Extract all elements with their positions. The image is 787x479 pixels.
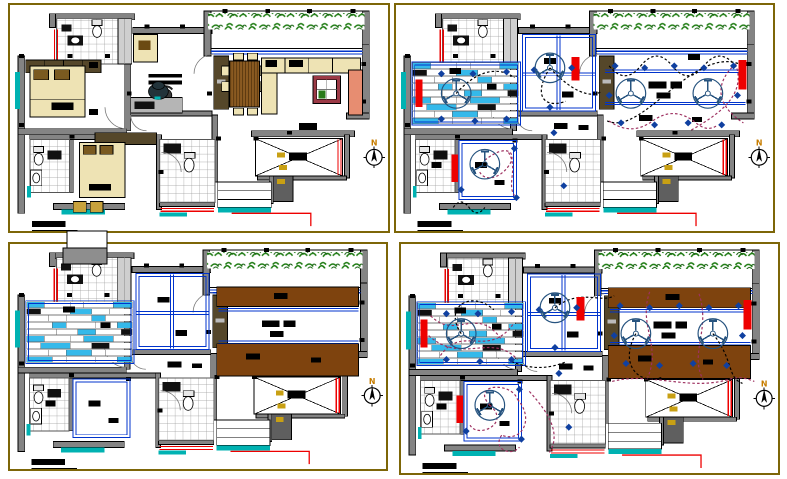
entry: [216, 390, 310, 465]
light-points: [437, 62, 741, 202]
scale-bar: [417, 221, 464, 231]
stair-block-bottom: [62, 247, 108, 265]
north-compass-icon: N: [753, 379, 776, 410]
plank-ceiling: [26, 301, 133, 363]
planter-foliage: [206, 251, 363, 269]
ceiling-fan-icon: [474, 389, 506, 421]
floor-plan: N: [400, 8, 771, 231]
ceiling-fan-icon: [539, 292, 571, 324]
panel-electrical-ceiling-plan: N: [394, 3, 775, 233]
bathroom-top: [439, 18, 518, 65]
ceiling-fan-icon: [697, 318, 729, 350]
panel-ceiling-electrical-plan: N: [399, 242, 780, 475]
furniture: [25, 33, 363, 213]
terrace: [645, 378, 734, 418]
north-label: N: [761, 379, 768, 388]
ceiling-fan-icon: [620, 318, 652, 350]
ceiling-slabs: [607, 287, 751, 379]
floor-plan: N: [14, 8, 386, 231]
ceiling-fan-icon: [615, 78, 647, 109]
stair-block-overlap: [62, 230, 108, 265]
panel-false-ceiling-plan: N: [8, 242, 388, 471]
north-compass-icon: N: [748, 139, 771, 169]
north-compass-icon: N: [361, 377, 384, 407]
electrical: [415, 52, 747, 214]
electrical: [420, 291, 755, 454]
entry: [217, 152, 312, 227]
stair-block-top: [66, 230, 108, 249]
plank-ceiling: [417, 302, 524, 365]
entry: [602, 152, 697, 227]
balcony: [596, 249, 759, 295]
fans: [445, 292, 729, 421]
bed: [29, 65, 86, 118]
bathroom-left: [26, 139, 70, 198]
bathroom-middle: [158, 377, 215, 455]
bed: [78, 142, 126, 199]
wiring: [428, 291, 755, 454]
ceiling-fan-icon: [445, 318, 477, 350]
fans: [440, 52, 724, 180]
ceiling-fan-icon: [440, 78, 472, 109]
scale-bar: [31, 459, 77, 469]
north-label: N: [369, 377, 376, 386]
ceiling-fan-icon: [469, 148, 501, 180]
bathroom-left: [26, 377, 70, 436]
ceiling-fan-icon: [692, 78, 724, 109]
north-label: N: [756, 139, 763, 148]
dining-table: [221, 52, 268, 116]
electrical-ceiling-plan-drawing: N: [400, 8, 771, 231]
balcony: [205, 10, 369, 55]
ceiling-electrical-plan-drawing: N: [405, 247, 776, 473]
wall-ticks: [18, 8, 367, 175]
study-kitchenette: [130, 33, 183, 114]
switch-boards: [415, 57, 747, 182]
switch-boards: [420, 296, 752, 424]
bathroom-middle: [544, 139, 601, 217]
balcony: [591, 10, 754, 55]
door-arcs: [104, 53, 214, 173]
scale-bar: [31, 221, 78, 231]
north-label: N: [371, 139, 378, 148]
terrace: [253, 376, 342, 415]
planter-foliage: [593, 12, 750, 30]
bathroom-left: [417, 379, 461, 440]
terrace: [254, 138, 343, 177]
floor-plan: N: [405, 247, 776, 473]
kitchen-counter: [260, 57, 363, 116]
planter-foliage: [598, 251, 755, 269]
panel-furniture-layout-plan: N: [8, 3, 390, 233]
false-ceiling-plan-drawing: N: [14, 247, 384, 469]
north-compass-icon: N: [363, 139, 386, 169]
bathroom-middle: [158, 139, 216, 217]
bathroom-left: [412, 139, 456, 198]
bathroom-top: [444, 257, 523, 305]
scale-bar: [422, 463, 469, 473]
planter-foliage: [207, 12, 365, 30]
entry: [607, 393, 702, 469]
ceiling-slabs: [216, 286, 359, 377]
ceiling-fan-icon: [534, 52, 566, 84]
balcony: [204, 249, 367, 294]
bathroom-top: [53, 18, 133, 65]
bathroom-middle: [549, 379, 606, 459]
terrace: [640, 138, 729, 177]
furniture-layout-plan-drawing: N: [14, 8, 386, 231]
floor-plan: N: [14, 247, 384, 469]
light-points: [442, 302, 746, 443]
